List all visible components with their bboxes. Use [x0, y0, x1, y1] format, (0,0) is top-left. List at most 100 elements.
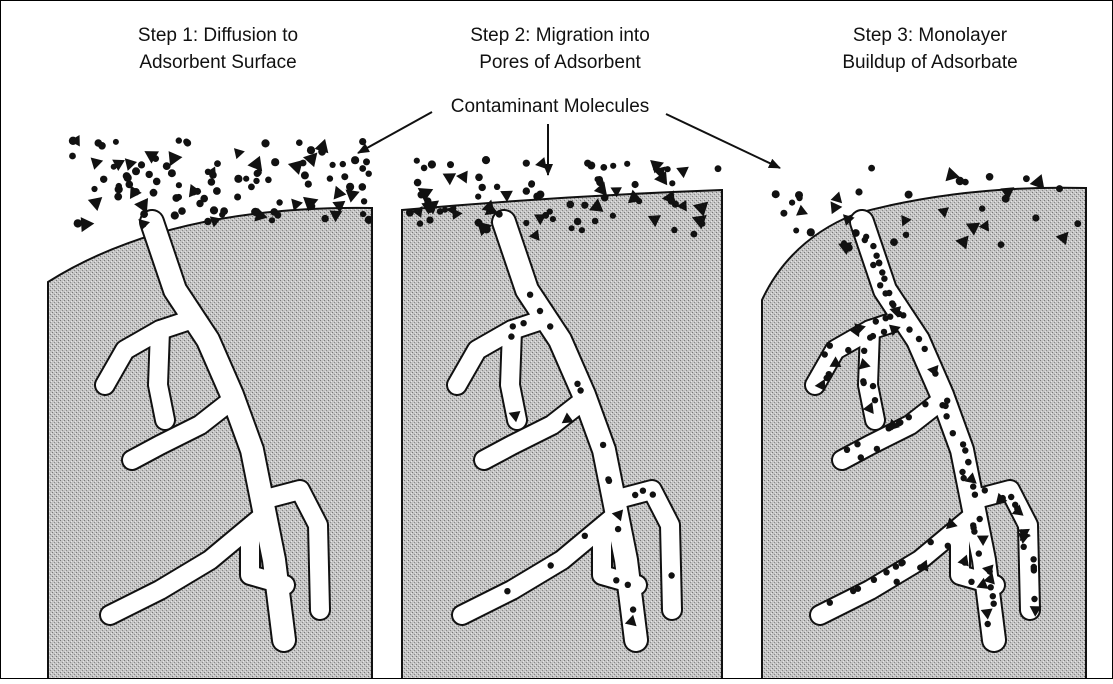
contaminant-molecule: [854, 441, 860, 447]
contaminant-molecule: [483, 225, 491, 233]
contaminant-molecule: [881, 329, 887, 335]
contaminant-molecule: [876, 260, 882, 266]
contaminant-molecule: [523, 220, 529, 226]
contaminant-molecule: [251, 208, 259, 216]
contaminant-molecule: [248, 184, 255, 191]
contaminant-molecule: [1012, 502, 1018, 508]
step-1-title: Step 1: Diffusion to Adsorbent Surface: [88, 22, 348, 76]
contaminant-molecule: [943, 413, 949, 419]
contaminant-molecule: [308, 203, 315, 210]
contaminant-molecule: [890, 238, 898, 246]
contaminant-molecule: [428, 160, 436, 168]
contaminant-molecule: [91, 186, 97, 192]
contaminant-molecule: [115, 185, 123, 193]
contaminant-molecule: [113, 139, 119, 145]
panel-step-3: [762, 165, 1086, 679]
contaminant-molecule: [508, 333, 514, 339]
contaminant-molecule: [962, 179, 969, 186]
contaminant-molecule: [855, 586, 861, 592]
contaminant-molecule: [1074, 220, 1081, 227]
contaminant-molecule: [210, 206, 218, 214]
contaminant-molecule: [132, 188, 140, 196]
contaminant-molecule: [406, 209, 414, 217]
contaminant-molecule: [906, 326, 912, 332]
contaminant-molecule: [827, 600, 833, 606]
contaminant-molecule: [69, 137, 77, 145]
contaminant-molecule: [715, 165, 722, 172]
step-1-title-line-1: Step 1: Diffusion to: [88, 22, 348, 49]
contaminant-molecule: [950, 430, 956, 436]
contaminant-molecule: [520, 320, 526, 326]
contaminant-molecule: [870, 262, 876, 268]
contaminant-molecule: [873, 253, 879, 259]
contaminant-molecule: [360, 211, 366, 217]
contaminant-molecule: [359, 183, 367, 191]
contaminant-molecule: [111, 164, 117, 170]
contaminant-molecule: [176, 194, 182, 200]
contaminant-molecule: [906, 414, 912, 420]
contaminant-molecule: [475, 194, 481, 200]
contaminant-molecule: [359, 138, 366, 145]
contaminant-molecule: [330, 162, 336, 168]
contaminant-molecule: [822, 351, 828, 357]
contaminant-molecule: [176, 182, 182, 188]
contaminant-molecule: [971, 528, 977, 534]
step-2-title: Step 2: Migration into Pores of Adsorben…: [430, 22, 690, 76]
contaminant-molecule: [867, 334, 873, 340]
contaminant-molecule: [418, 191, 425, 198]
contaminant-molecule: [550, 216, 556, 222]
contaminant-molecule: [234, 175, 242, 183]
contaminant-molecule: [976, 550, 982, 556]
contaminant-molecule: [795, 204, 808, 216]
contaminant-molecule: [772, 190, 780, 198]
contaminant-molecule: [265, 177, 272, 184]
contaminant-molecule: [365, 216, 373, 224]
contaminant-molecule: [200, 195, 208, 203]
contaminant-molecule: [577, 387, 583, 393]
contaminant-molecule: [1030, 171, 1049, 189]
contaminant-molecule: [665, 166, 671, 172]
contaminant-molecule: [567, 201, 575, 209]
contaminant-molecule: [917, 564, 923, 570]
contaminant-molecule: [874, 446, 880, 452]
contaminant-molecule: [359, 165, 366, 172]
contaminant-molecule: [214, 160, 221, 167]
contaminant-molecule: [1008, 494, 1014, 500]
contaminant-molecule: [897, 419, 903, 425]
contaminant-molecule: [146, 171, 153, 178]
contaminant-molecule: [871, 577, 877, 583]
contaminant-molecule: [962, 447, 968, 453]
contaminant-molecule: [523, 187, 530, 194]
pore-channel: [510, 330, 517, 420]
contaminant-molecule: [873, 318, 879, 324]
step-2-title-line-1: Step 2: Migration into: [430, 22, 690, 49]
contaminant-molecule: [965, 459, 971, 465]
contaminant-molecule: [807, 228, 815, 236]
contaminant-molecule: [959, 469, 965, 475]
contaminant-molecule: [510, 323, 516, 329]
contaminant-molecule: [271, 158, 279, 166]
contaminant-molecule: [824, 375, 830, 381]
contaminant-molecule: [905, 191, 913, 199]
contaminant-molecule: [334, 186, 348, 202]
contaminant-molecule: [234, 194, 241, 201]
contaminant-molecule: [827, 343, 833, 349]
contaminant-molecule: [344, 190, 360, 204]
contaminant-molecule: [305, 181, 312, 188]
contaminant-molecule: [542, 212, 549, 219]
contaminant-molecule: [327, 175, 333, 181]
contaminant-molecule: [700, 221, 706, 227]
contaminant-molecule: [1030, 556, 1036, 562]
pore-channel: [158, 330, 165, 420]
contaminant-molecule: [363, 158, 370, 165]
contaminant-molecule: [475, 174, 483, 182]
step-2-title-line-2: Pores of Adsorbent: [430, 49, 690, 76]
contaminant-molecule: [582, 533, 588, 539]
contaminant-molecule: [632, 181, 639, 188]
contaminant-molecule: [900, 312, 906, 318]
contaminant-molecule: [171, 211, 179, 219]
contaminant-molecule: [922, 346, 928, 352]
contaminant-molecule: [421, 165, 428, 172]
contaminant-molecule: [861, 348, 867, 354]
